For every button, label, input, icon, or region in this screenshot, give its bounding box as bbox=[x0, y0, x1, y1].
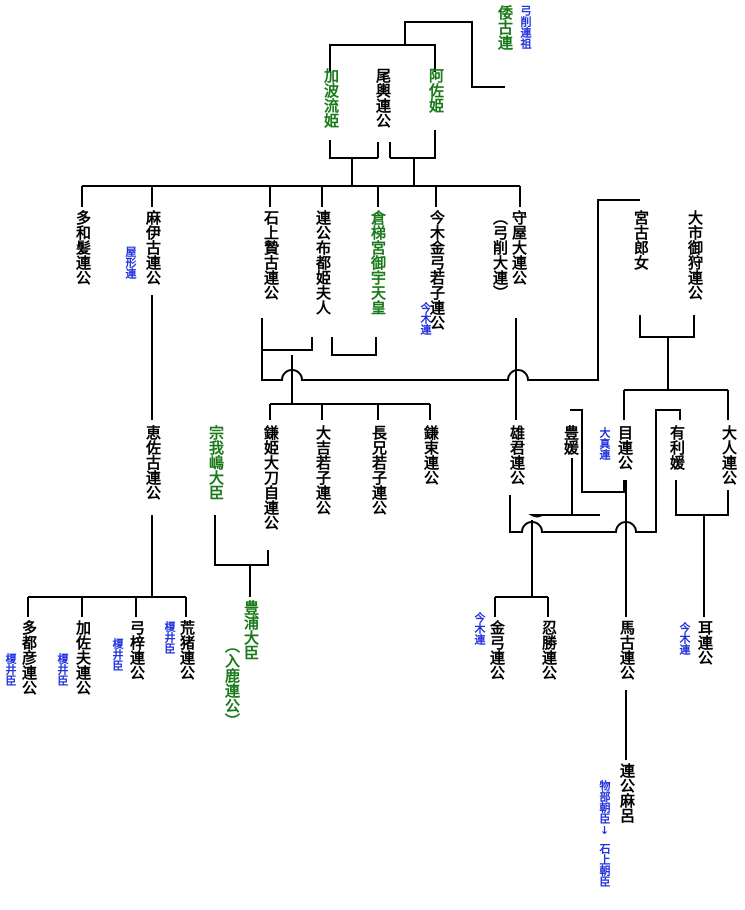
person-toyohime: 豊媛 bbox=[562, 425, 580, 455]
line-moriya-marriage bbox=[261, 350, 599, 381]
note-maiko: 屋形連 bbox=[124, 246, 137, 279]
line-futsu-children-bar bbox=[269, 403, 431, 420]
line-sibling-drops bbox=[81, 186, 521, 207]
line-children-stems bbox=[351, 158, 415, 186]
person-tawahige: 多和髪連公 bbox=[74, 210, 92, 285]
person-futsuhime: 連公布都姫夫人 bbox=[314, 210, 332, 315]
line-oichi-children bbox=[623, 389, 729, 420]
note-maro-a: 物部朝臣↓ bbox=[598, 780, 611, 837]
line-isonokami-futsuhime bbox=[261, 318, 313, 351]
note-wako: 弓削連祖 bbox=[519, 5, 532, 49]
person-mimi: 耳連公 bbox=[696, 620, 714, 665]
person-okoshi: 尾輿連公 bbox=[374, 68, 392, 128]
note-mimi: 今木連 bbox=[678, 622, 691, 655]
person-moriya-alias: （弓削大連） bbox=[491, 210, 509, 300]
person-maro: 連公麻呂 bbox=[618, 763, 636, 823]
line-soga-kamahime bbox=[214, 515, 269, 597]
line-arihime-ohito bbox=[675, 480, 729, 617]
line-ogimi-toyohime bbox=[509, 409, 681, 533]
line-wako-bracket bbox=[404, 21, 505, 88]
line-futsuhime-sushun bbox=[331, 337, 377, 356]
person-moriya: 守屋大連公 bbox=[510, 210, 528, 285]
person-toyura-alias: （入鹿連公） bbox=[223, 638, 241, 728]
person-asa: 阿佐姫 bbox=[427, 68, 445, 113]
person-oshikatsu: 忍勝連公 bbox=[540, 620, 558, 680]
line-ogimi-children bbox=[494, 520, 549, 617]
person-kasabu: 加佐夫連公 bbox=[74, 620, 92, 695]
note-maro-b: 石上朝臣 bbox=[598, 843, 611, 887]
person-ekoko: 恵佐古連公 bbox=[144, 425, 162, 500]
line-okoshi-asa bbox=[390, 130, 436, 159]
line-oichi-bracket bbox=[639, 315, 695, 390]
line-miyako-bracket bbox=[597, 199, 640, 370]
person-miyako: 宮古郎女 bbox=[632, 210, 650, 270]
person-sushun: 倉梯宮御宇天皇 bbox=[369, 210, 387, 315]
person-wako: 倭古連 bbox=[496, 5, 514, 50]
person-tatsuhiko: 多都彦連公 bbox=[20, 620, 38, 695]
person-kamatsuka: 鎌束連公 bbox=[422, 425, 440, 485]
person-ogimi: 雄君連公 bbox=[508, 425, 526, 485]
note-kasabu: 榎井臣 bbox=[56, 653, 69, 686]
person-toyura: 豊浦大臣 bbox=[242, 600, 260, 660]
line-okoshi-down bbox=[377, 142, 391, 158]
person-araino: 荒猪連公 bbox=[178, 620, 196, 680]
person-yuzuri: 弓梓連公 bbox=[128, 620, 146, 680]
note-tatsuhiko: 榎井臣 bbox=[4, 653, 17, 686]
person-imaki: 今木金弓若子連公 bbox=[428, 210, 446, 330]
person-kamahime: 鎌姫大刀自連公 bbox=[262, 425, 280, 530]
line-okoshi-kahanaru bbox=[329, 140, 378, 159]
person-oyoshi: 大吉若子連公 bbox=[314, 425, 332, 515]
line-okoshi-spouses-top bbox=[329, 44, 436, 72]
person-arihime: 有利媛 bbox=[668, 425, 686, 470]
person-kanayumi: 金弓連公 bbox=[488, 620, 506, 680]
person-kahanaru: 加波流姫 bbox=[322, 68, 340, 128]
person-soga: 宗我嶋大臣 bbox=[207, 425, 225, 500]
person-maiko: 麻伊古連公 bbox=[144, 210, 162, 285]
person-umako: 馬古連公 bbox=[618, 620, 636, 680]
note-kanayumi: 今木連 bbox=[473, 612, 486, 645]
person-isonokami: 石上贄古連公 bbox=[262, 210, 280, 300]
note-imaki: 今木連 bbox=[419, 302, 432, 335]
person-me: 目連公 bbox=[616, 425, 634, 470]
line-maiko-grandchildren bbox=[27, 596, 187, 617]
person-oichi: 大市御狩連公 bbox=[686, 210, 704, 300]
note-me: 大真連 bbox=[598, 427, 611, 460]
note-araino: 榎井臣 bbox=[163, 621, 176, 654]
person-ohito: 大人連公 bbox=[720, 425, 738, 485]
line-toyohime-down bbox=[528, 458, 600, 518]
person-nagae: 長兄若子連公 bbox=[370, 425, 388, 515]
line-toyohime bbox=[570, 409, 625, 493]
note-yuzuri: 榎井臣 bbox=[111, 638, 124, 671]
